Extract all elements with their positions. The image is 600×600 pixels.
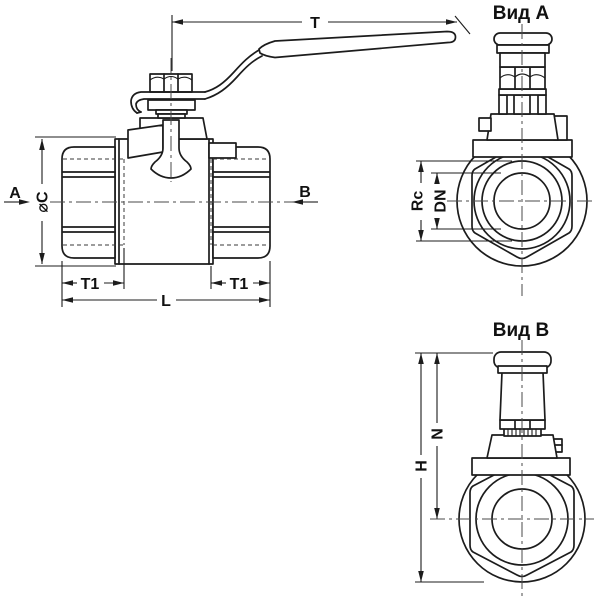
view-a-post-right: [537, 94, 547, 115]
dim-label-rc: Rc: [410, 191, 427, 212]
view-b: Вид B: [414, 320, 594, 597]
dimension-dn: DN: [431, 172, 501, 230]
dim-label-h: H: [414, 460, 431, 472]
dimension-t: T: [171, 15, 471, 71]
view-arrow-a: A: [4, 185, 30, 205]
dimension-rc: Rc: [410, 160, 512, 242]
dimension-l: L: [62, 293, 270, 310]
dimension-n: N: [430, 353, 447, 519]
handle-stop-wing: [127, 124, 164, 159]
body-boss-tab: [208, 142, 237, 159]
dim-label-n: N: [430, 428, 447, 440]
dim-label-l: L: [161, 293, 171, 310]
handle: [130, 30, 457, 114]
dim-label-t: T: [310, 15, 320, 32]
dim-label-t1-left: T1: [81, 276, 100, 293]
dim-label-dn: DN: [433, 189, 450, 212]
view-b-flange: [471, 457, 571, 476]
view-a-title: Вид A: [493, 3, 550, 24]
handle-grip: [258, 30, 457, 59]
view-a-grip-cap: [493, 32, 553, 46]
view-a: Вид A: [410, 3, 594, 296]
view-a-post-left: [498, 94, 508, 115]
dimension-c: ⌀C: [35, 136, 116, 267]
view-label-b: B: [299, 184, 311, 201]
dim-label-c: ⌀C: [35, 191, 52, 213]
view-a-left-tab: [478, 117, 492, 132]
view-label-a: A: [9, 185, 21, 202]
view-a-grip-band: [496, 44, 550, 54]
dim-label-t1-right: T1: [230, 276, 249, 293]
view-b-title: Вид B: [493, 320, 549, 341]
stem-nut: [149, 73, 193, 93]
main-view: T ⌀C A B: [4, 15, 471, 310]
dimension-h: H: [414, 352, 493, 583]
view-arrow-b: B: [292, 184, 318, 205]
dimension-t1-right: T1: [210, 261, 271, 307]
dimension-t1-left: T1: [61, 248, 125, 307]
